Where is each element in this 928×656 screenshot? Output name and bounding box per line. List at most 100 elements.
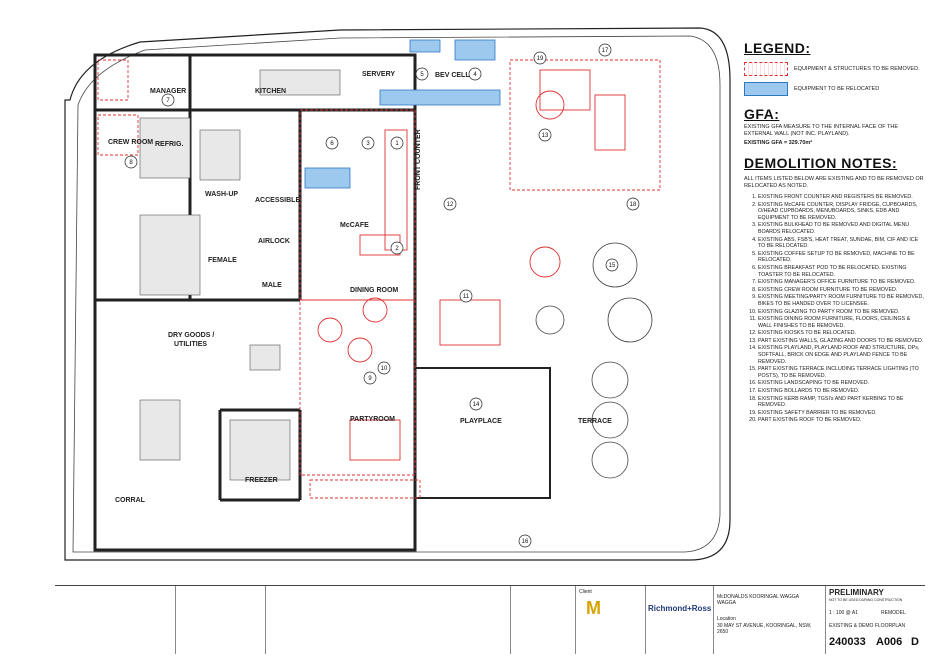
note-tag-label-13: 13 bbox=[542, 133, 549, 139]
demolition-note-5: EXISTING COFFEE SETUP TO BE REMOVED, MAC… bbox=[758, 251, 924, 264]
project-number: 240033 bbox=[829, 636, 866, 648]
note-tag-label-7: 7 bbox=[166, 98, 170, 104]
scale-value: 1 : 100 @ A1 bbox=[829, 610, 858, 616]
demolition-note-13: PART EXISTING WALLS, GLAZING AND DOORS T… bbox=[758, 338, 924, 345]
note-tag-4 bbox=[468, 67, 482, 81]
mcdonalds-logo-icon: M bbox=[586, 598, 601, 618]
note-tag-label-3: 3 bbox=[366, 141, 370, 147]
general-notes-cell bbox=[175, 586, 266, 654]
firm-cell: Richmond+Ross bbox=[645, 586, 714, 654]
note-tag-label-16: 16 bbox=[522, 539, 529, 545]
note-tag-label-6: 6 bbox=[330, 141, 334, 147]
note-tag-2 bbox=[390, 241, 404, 255]
note-tag-label-19: 19 bbox=[537, 56, 544, 62]
note-tag-label-12: 12 bbox=[447, 202, 454, 208]
gfa-title: GFA: bbox=[744, 106, 780, 122]
note-tag-17 bbox=[598, 43, 612, 57]
note-tag-label-5: 5 bbox=[420, 72, 424, 78]
note-tag-3 bbox=[361, 136, 375, 150]
revisions-cell bbox=[55, 586, 175, 654]
demolition-note-2: EXISTING McCAFE COUNTER, DISPLAY FRIDGE,… bbox=[758, 202, 924, 222]
note-tag-label-1: 1 bbox=[395, 141, 399, 147]
room-wash-up: WASH-UP bbox=[205, 191, 238, 198]
drawing-number: A006 bbox=[876, 636, 903, 648]
room-accessible: ACCESSIBLE bbox=[255, 197, 300, 204]
legend-swatch-removed bbox=[744, 62, 788, 76]
room-terrace: TERRACE bbox=[578, 418, 612, 425]
client-cell: Client M bbox=[575, 586, 646, 654]
north-cell bbox=[510, 586, 576, 654]
note-tag-18 bbox=[626, 197, 640, 211]
demolition-note-3: EXISTING BULKHEAD TO BE REMOVED AND DIGI… bbox=[758, 222, 924, 235]
status-cell: PRELIMINARY NOT TO BE USED DURING CONSTR… bbox=[825, 586, 926, 654]
project-cell: McDONALDS KOORINGAL WAGGA WAGGA Location… bbox=[713, 586, 826, 654]
project-location: 30 MAY ST AVENUE, KOORINGAL, NSW, 2650 bbox=[717, 623, 812, 635]
note-tag-12 bbox=[443, 197, 457, 211]
floor-plan: MANAGER KITCHEN SERVERY BEV CELL CREW RO… bbox=[64, 27, 731, 561]
demolition-note-16: EXISTING LANDSCAPING TO BE REMOVED. bbox=[758, 380, 924, 387]
stage-value: REMODEL bbox=[881, 610, 906, 616]
room-mccafe: McCAFE bbox=[340, 222, 369, 229]
notes-panel: LEGEND: EQUIPMENT & STRUCTURES TO BE REM… bbox=[744, 40, 924, 425]
room-dining-room: DINING ROOM bbox=[350, 287, 398, 294]
note-tag-7 bbox=[161, 93, 175, 107]
note-tag-19 bbox=[533, 51, 547, 65]
note-tag-5 bbox=[415, 67, 429, 81]
note-tag-13 bbox=[538, 128, 552, 142]
note-tag-label-14: 14 bbox=[473, 402, 480, 408]
room-utilities: UTILITIES bbox=[174, 341, 207, 348]
note-tag-15 bbox=[605, 258, 619, 272]
note-tag-label-18: 18 bbox=[630, 202, 637, 208]
demolition-note-9: EXISTING MEETING/PARTY ROOM FURNITURE TO… bbox=[758, 294, 924, 307]
demolition-title: DEMOLITION NOTES: bbox=[744, 155, 898, 171]
firm-name: Richmond+Ross bbox=[648, 604, 712, 613]
note-tag-label-8: 8 bbox=[129, 160, 133, 166]
demolition-intro: ALL ITEMS LISTED BELOW ARE EXISTING AND … bbox=[744, 176, 924, 189]
room-airlock: AIRLOCK bbox=[258, 238, 290, 245]
demolition-note-10: EXISTING GLAZING TO PARTY ROOM TO BE REM… bbox=[758, 309, 924, 316]
gfa-text: EXISTING GFA MEASURE TO THE INTERNAL FAC… bbox=[744, 124, 899, 137]
room-kitchen: KITCHEN bbox=[255, 88, 286, 95]
demolition-note-20: PART EXISTING ROOF TO BE REMOVED. bbox=[758, 417, 924, 424]
demolition-note-14: EXISTING PLAYLAND, PLAYLAND ROOF AND STR… bbox=[758, 345, 924, 365]
note-tag-label-15: 15 bbox=[609, 263, 616, 269]
legend-item-relocated: EQUIPMENT TO BE RELOCATED bbox=[744, 82, 924, 96]
note-tag-6 bbox=[325, 136, 339, 150]
demolition-note-17: EXISTING BOLLARDS TO BE REMOVED. bbox=[758, 388, 924, 395]
room-crew-room: CREW ROOM bbox=[108, 139, 153, 146]
note-tag-9 bbox=[363, 371, 377, 385]
status-label: PRELIMINARY bbox=[829, 588, 884, 597]
legend-title: LEGEND: bbox=[744, 40, 811, 56]
legend-item-removed: EQUIPMENT & STRUCTURES TO BE REMOVED. bbox=[744, 62, 924, 76]
room-male: MALE bbox=[262, 282, 282, 289]
room-servery: SERVERY bbox=[362, 71, 395, 78]
note-tag-label-10: 10 bbox=[381, 366, 388, 372]
demolition-note-8: EXISTING CREW ROOM FURNITURE TO BE REMOV… bbox=[758, 287, 924, 294]
room-refrig: REFRIG. bbox=[155, 141, 183, 148]
note-tag-label-4: 4 bbox=[473, 72, 477, 78]
room-female: FEMALE bbox=[208, 257, 237, 264]
note-tag-11 bbox=[459, 289, 473, 303]
room-bev-cell: BEV CELL bbox=[435, 72, 470, 79]
room-freezer: FREEZER bbox=[245, 477, 278, 484]
note-tag-8 bbox=[124, 155, 138, 169]
demolition-list: EXISTING FRONT COUNTER AND REGISTERS BE … bbox=[744, 194, 924, 424]
note-tag-label-9: 9 bbox=[368, 376, 372, 382]
title-block: Client M Richmond+Ross McDONALDS KOORING… bbox=[55, 585, 925, 654]
demolition-note-4: EXISTING ABS, FSB'S, HEAT TREAT, SUNDAE,… bbox=[758, 237, 924, 250]
project-name: McDONALDS KOORINGAL WAGGA WAGGA bbox=[717, 594, 799, 606]
note-tag-1 bbox=[390, 136, 404, 150]
demolition-note-7: EXISTING MANAGER'S OFFICE FURNITURE TO B… bbox=[758, 279, 924, 286]
room-playplace: PLAYPLACE bbox=[460, 418, 502, 425]
note-tag-label-2: 2 bbox=[395, 246, 399, 252]
demolition-note-12: EXISTING KIOSKS TO BE RELOCATED. bbox=[758, 330, 924, 337]
demolition-note-1: EXISTING FRONT COUNTER AND REGISTERS BE … bbox=[758, 194, 924, 201]
gfa-value: EXISTING GFA = 329.70m² bbox=[744, 140, 813, 146]
demolition-note-19: EXISTING SAFETY BARRIER TO BE REMOVED. bbox=[758, 410, 924, 417]
note-tag-label-17: 17 bbox=[602, 48, 609, 54]
drawing-title: EXISTING & DEMO FLOORPLAN bbox=[829, 623, 906, 629]
demolition-note-11: EXISTING DINING ROOM FURNITURE, FLOORS, … bbox=[758, 316, 924, 329]
room-dry-goods: DRY GOODS / bbox=[168, 332, 214, 339]
room-partyroom: PARTYROOM bbox=[350, 416, 395, 423]
